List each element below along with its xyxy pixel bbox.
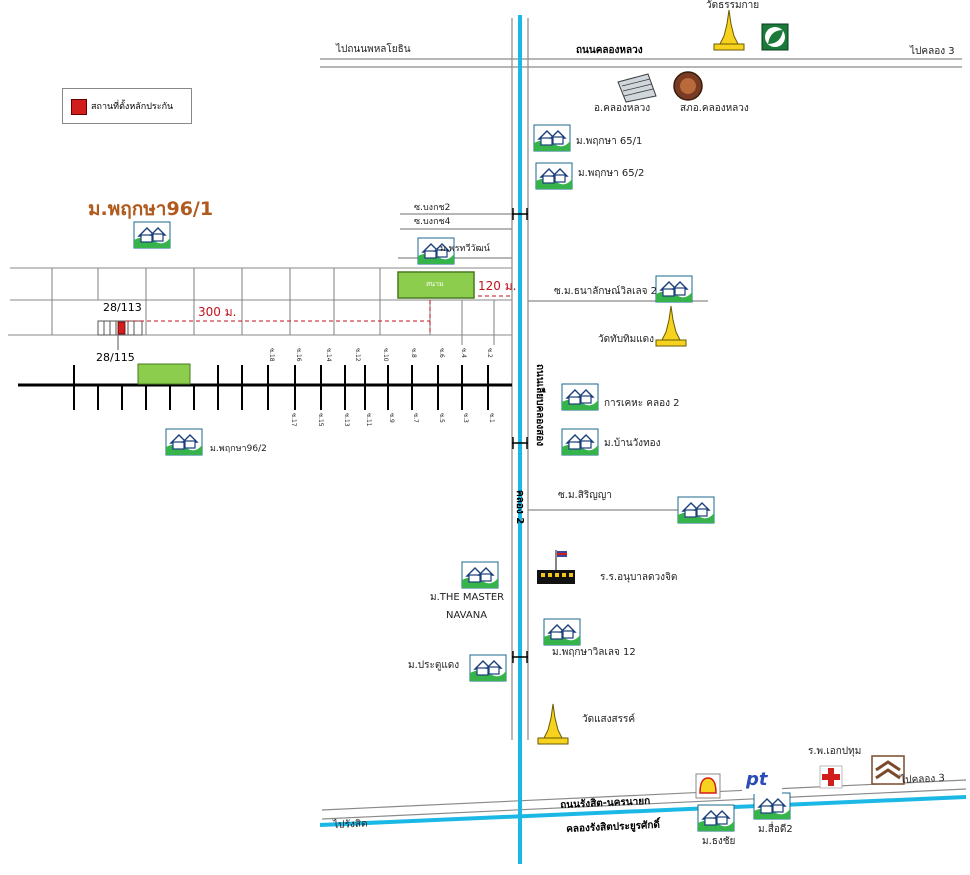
- village-grid: [8, 267, 512, 345]
- sao-seal-icon: [673, 71, 703, 101]
- house-icon-sirinya: [677, 496, 715, 524]
- school-icon: [537, 550, 575, 584]
- soi-bottom-label: ซ.13: [343, 413, 350, 427]
- wat-thammakai-label: วัดธรรมกาย: [706, 0, 760, 11]
- canal-rangsit: [319, 795, 967, 827]
- wat-saengsan-label: วัดแสงสรรค์: [582, 714, 636, 725]
- house-icon-thongchai: [697, 804, 735, 832]
- canal-road: [511, 18, 529, 740]
- distance-120-label: 120 ม.: [478, 279, 517, 293]
- village-96-2-label: ม.พฤกษา96/2: [210, 444, 267, 454]
- soi-bongkot2-label: ซ.บงกช2: [414, 203, 451, 213]
- legend-swatch: [71, 99, 87, 115]
- distance-300-label: 300 ม.: [198, 305, 237, 319]
- soi-bottom-label: ซ.3: [462, 413, 469, 423]
- legend: สถานที่ตั้งหลักประกัน: [62, 88, 192, 124]
- housing-klong2-label: การเคหะ คลอง 2: [604, 398, 680, 409]
- soi-bottom-label: ซ.9: [388, 413, 395, 423]
- soi-bottom-label: ซ.1: [488, 413, 495, 423]
- bottom-road-left-label: ไปรังสิต: [333, 818, 368, 831]
- soi-top-label: ซ.2: [486, 348, 493, 358]
- village-porntip-label: ม.พรทวีวัฒน์: [440, 244, 490, 254]
- top-road-right-label: ไปคลอง 3: [910, 46, 955, 57]
- amphoe-label: อ.คลองหลวง: [594, 103, 651, 114]
- pagoda-icon-thapthim: [655, 305, 687, 347]
- house-icon-wangthong: [561, 428, 599, 456]
- house-icon-housing: [561, 383, 599, 411]
- pruksa-65-1-label: ม.พฤกษา 65/1: [576, 136, 643, 147]
- side-sois: [398, 213, 708, 511]
- soi-bottom-label: ซ.17: [290, 413, 297, 427]
- school-label: ร.ร.อนุบาลดวงจิต: [600, 572, 678, 583]
- soi-bongkot4-label: ซ.บงกช4: [414, 217, 451, 227]
- ptt-logo-text: pt: [746, 769, 768, 790]
- house-icon-pruksa96-1: [133, 221, 171, 249]
- soi-top-label: ซ.12: [354, 348, 361, 362]
- hospital-label: ร.พ.เอกปทุม: [808, 746, 862, 757]
- pratu-daeng-label: ม.ประตูแดง: [408, 660, 460, 671]
- house-icon-pratu-daeng: [469, 654, 507, 682]
- house-icon-65-1: [533, 124, 571, 152]
- soi-top-label: ซ.8: [410, 348, 417, 358]
- soi-top-label: ซ.6: [438, 348, 445, 358]
- bottom-road: [321, 779, 967, 820]
- distance-lines: [126, 295, 510, 335]
- legend-label: สถานที่ตั้งหลักประกัน: [91, 102, 174, 112]
- pagoda-icon-thammakai: [713, 9, 745, 51]
- hospital-cross-icon: [819, 765, 843, 789]
- soi-top-label: ซ.10: [382, 348, 389, 362]
- soi-top-label: ซ.4: [460, 348, 467, 358]
- shell-logo-icon: [695, 773, 721, 799]
- soi-top-label: ซ.18: [268, 348, 275, 362]
- soi-top-label: ซ.14: [325, 348, 332, 362]
- top-road: [320, 58, 962, 68]
- canal-name-label: คลอง 2: [514, 490, 525, 525]
- plot-a-label: 28/113: [103, 301, 142, 314]
- thongchai-label: ม.ธงชัย: [702, 836, 736, 847]
- house-icon-65-2: [535, 162, 573, 190]
- pruksa-65-2-label: ม.พฤกษา 65/2: [578, 168, 645, 179]
- soi-stubs: [73, 365, 489, 410]
- top-road-left-label: ไปถนนพหลโยธิน: [336, 44, 411, 55]
- village-title: ม.พฤกษา96/1: [88, 198, 214, 220]
- suedee-label: ม.สื่อดี2: [758, 824, 793, 835]
- soi-thanalak-label: ซ.ม.ธนาลักษณ์วิลเลจ 2: [554, 286, 658, 297]
- ptt-logo-icon: [742, 770, 782, 794]
- soi-bottom-label: ซ.15: [317, 413, 324, 427]
- housing-authority-icon: [871, 755, 905, 785]
- soi-bottom-label: ซ.11: [365, 413, 372, 427]
- soi-sirinya-label: ซ.ม.สิริญญา: [558, 490, 612, 501]
- park: [397, 271, 475, 299]
- collateral-marker: [117, 321, 126, 335]
- canal-road-name-label: ถนนเลียบคลองสอง: [534, 364, 545, 447]
- house-icon-96-2: [165, 428, 203, 456]
- pagoda-icon-saengsan: [537, 703, 569, 745]
- plot-b-label: 28/115: [96, 351, 135, 364]
- soi-top-label: ซ.16: [295, 348, 302, 362]
- wat-thapthim-label: วัดทับทิมแดง: [598, 334, 655, 345]
- bank-logo-icon: [761, 23, 789, 51]
- park-label: สนาม: [426, 280, 444, 288]
- house-icon-village-12: [543, 618, 581, 646]
- pruksa-village-12-label: ม.พฤกษาวิลเลจ 12: [552, 647, 636, 658]
- soi-bottom-label: ซ.5: [438, 413, 445, 423]
- sao-label: สภอ.คลองหลวง: [680, 103, 749, 114]
- bottom-road-right-label: ไปคลอง 3: [900, 772, 946, 786]
- master-label-line1: ม.THE MASTER: [430, 592, 505, 603]
- top-road-name-label: ถนนคลองหลวง: [576, 45, 643, 56]
- bridge-markers: [512, 208, 528, 663]
- house-icon-master: [461, 561, 499, 589]
- house-icon-suedee: [753, 792, 791, 820]
- ban-wangthong-label: ม.บ้านวังทอง: [604, 438, 661, 449]
- government-building-icon: [617, 73, 657, 103]
- house-icon-thanalak: [655, 275, 693, 303]
- soi-bottom-label: ซ.7: [412, 413, 419, 423]
- playground: [137, 363, 191, 385]
- master-label-line2: NAVANA: [446, 610, 488, 621]
